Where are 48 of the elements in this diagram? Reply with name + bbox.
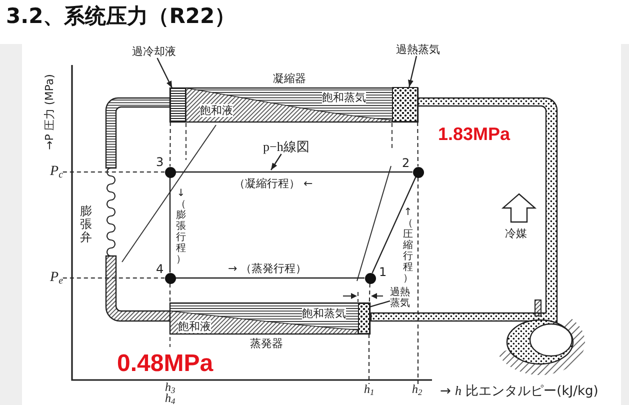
page-title: 3.2、系统压力（R22） bbox=[6, 3, 236, 29]
axis-title: → h 比エンタルピー(kJ/kg) bbox=[440, 383, 598, 399]
axis-tick-label: P$_{e}$ bbox=[50, 270, 63, 286]
component-label: 凝縮器 bbox=[273, 72, 306, 85]
zone-label: 飽和液 bbox=[200, 104, 233, 117]
callout-label: 過冷却液 bbox=[132, 45, 176, 58]
state-point bbox=[364, 272, 376, 284]
cycle-line bbox=[176, 277, 364, 279]
cycle-line bbox=[169, 178, 171, 272]
state-point bbox=[412, 166, 424, 178]
axis-tick-label: h$_{3}$ bbox=[165, 382, 176, 393]
projection-line bbox=[368, 283, 370, 304]
axis-tick-label: h$_{2}$ bbox=[412, 384, 422, 395]
axis-title: →P 圧力 (MPa) bbox=[43, 73, 57, 152]
superheat-section bbox=[392, 87, 418, 122]
pressure-value: 0.48MPa bbox=[117, 351, 214, 377]
cycle-line bbox=[372, 176, 416, 274]
axis-tick-label: P$_{c}$ bbox=[50, 164, 63, 180]
arrow-caption: 冷媒 bbox=[505, 227, 527, 240]
callout-label: 過熱蒸気 bbox=[396, 43, 440, 56]
zone-label: 飽和液 bbox=[178, 320, 211, 333]
component-label: 膨張弁 bbox=[80, 205, 92, 245]
callout-label: 過熱蒸気 bbox=[390, 287, 410, 309]
pressure-value: 1.83MPa bbox=[438, 124, 510, 144]
subcooler-section bbox=[170, 88, 186, 122]
projection-line bbox=[368, 334, 370, 384]
point-number: 1 bbox=[379, 265, 387, 279]
projection-line bbox=[417, 122, 418, 167]
leader-arrow bbox=[156, 58, 173, 88]
point-number: 4 bbox=[156, 262, 164, 276]
axis-tick-label: h$_{4}$ bbox=[165, 393, 176, 404]
superheat-section bbox=[358, 303, 370, 334]
callout-label: p−h線図 bbox=[263, 139, 310, 154]
leader-line bbox=[370, 300, 390, 308]
cycle-line bbox=[176, 171, 412, 173]
state-point bbox=[164, 272, 176, 284]
point-number: 3 bbox=[156, 155, 164, 169]
component-label: 蒸発器 bbox=[250, 337, 283, 350]
point-number: 2 bbox=[402, 156, 410, 170]
leader-arrow bbox=[270, 154, 282, 170]
state-point bbox=[164, 166, 176, 178]
projection-line bbox=[170, 122, 171, 167]
axis-tick-label: h$_{1}$ bbox=[364, 384, 374, 395]
zone-label: 飽和蒸気 bbox=[322, 91, 366, 104]
edge-label: ↑（圧縮行程） bbox=[403, 207, 413, 284]
zone-label: 飽和蒸気 bbox=[302, 307, 346, 320]
edge-label: ↓（膨張行程） bbox=[176, 188, 186, 265]
leader-arrow bbox=[408, 56, 418, 88]
